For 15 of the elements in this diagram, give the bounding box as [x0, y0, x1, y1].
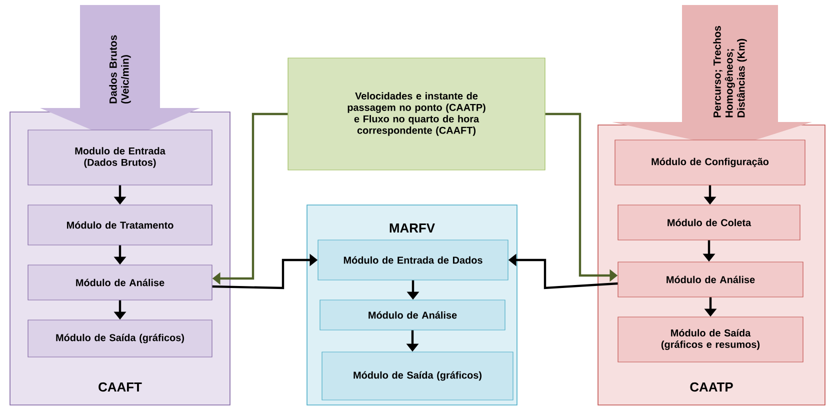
module-box: Módulo de Saída (gráficos) — [28, 320, 212, 358]
module-box: Módulo de Saída (gráficos e resumos) — [618, 316, 804, 362]
module-box: Velocidades e instante de passagem no ponto (CAATP) e Fluxo no quarto de hora correspondente (CAAFT) — [288, 58, 546, 170]
module-box: Módulo de Análise — [320, 300, 506, 330]
module-box: Modulo de Entrada (Dados Brutos) — [28, 130, 212, 186]
module-box: Módulo de Análise — [28, 264, 212, 300]
module-box: Módulo de Configuração — [614, 140, 806, 186]
panel-title: MARFV — [390, 224, 435, 232]
module-box: Módulo de Coleta — [618, 204, 800, 240]
module-box: Módulo de Entrada de Dados — [318, 240, 508, 280]
module-box: Módulo de Saída (gráficos) — [322, 352, 514, 400]
panel-title: CAATP — [690, 382, 733, 392]
module-box: Módulo de Análise — [618, 262, 804, 298]
panel-title: CAAFT — [98, 382, 142, 392]
module-box: Módulo de Tratamento — [28, 204, 212, 246]
